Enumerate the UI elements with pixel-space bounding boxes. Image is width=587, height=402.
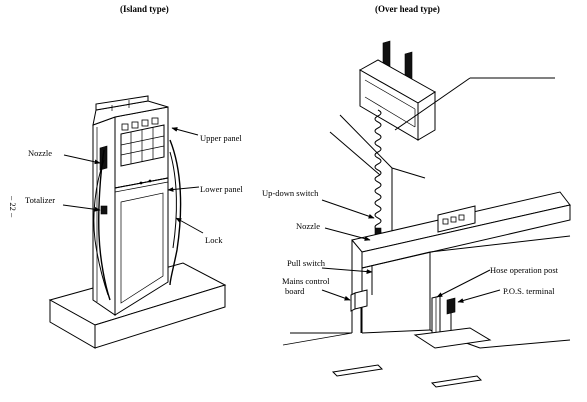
island-type-header: (Island type) (120, 4, 169, 14)
totalizer-label: Totalizer (25, 195, 55, 205)
overhead-type-header: (Over head type) (375, 4, 440, 14)
overhead-dispenser-unit (358, 59, 436, 141)
mains-control-board-label-line2: board (285, 286, 305, 296)
canopy-structure (282, 77, 571, 349)
overhead-callouts (321, 199, 501, 303)
island-nozzle-label: Nozzle (28, 148, 52, 158)
upper-panel-label: Upper panel (200, 133, 242, 143)
pos-terminal-label: P.O.S. terminal (503, 286, 555, 296)
island-type-dispenser (48, 95, 227, 349)
overhead-nozzle-label: Nozzle (296, 221, 320, 231)
hose-operation-post-label: Hose operation post (490, 265, 559, 275)
pull-switch-label: Pull switch (287, 258, 326, 268)
page-marker: – 22 – (8, 195, 18, 218)
upper-panel-display (120, 117, 165, 167)
mains-control-board (350, 289, 368, 333)
island-dispenser-body (92, 95, 169, 316)
ground-marking-right (430, 375, 483, 388)
hose-operation-post (431, 295, 441, 338)
lower-panel-lock (139, 179, 152, 185)
mains-control-board-label-line1: Mains control (282, 276, 330, 286)
totalizer-icon (100, 205, 108, 215)
up-down-switch-label: Up-down switch (262, 188, 319, 198)
overhead-type-installation (282, 40, 571, 388)
island-callouts (62, 127, 204, 234)
ground-marking-left (331, 364, 384, 377)
lock-label: Lock (205, 235, 223, 245)
coiled-hose (374, 109, 382, 243)
overhead-island-slab (413, 327, 492, 349)
lower-panel-label: Lower panel (200, 184, 243, 194)
